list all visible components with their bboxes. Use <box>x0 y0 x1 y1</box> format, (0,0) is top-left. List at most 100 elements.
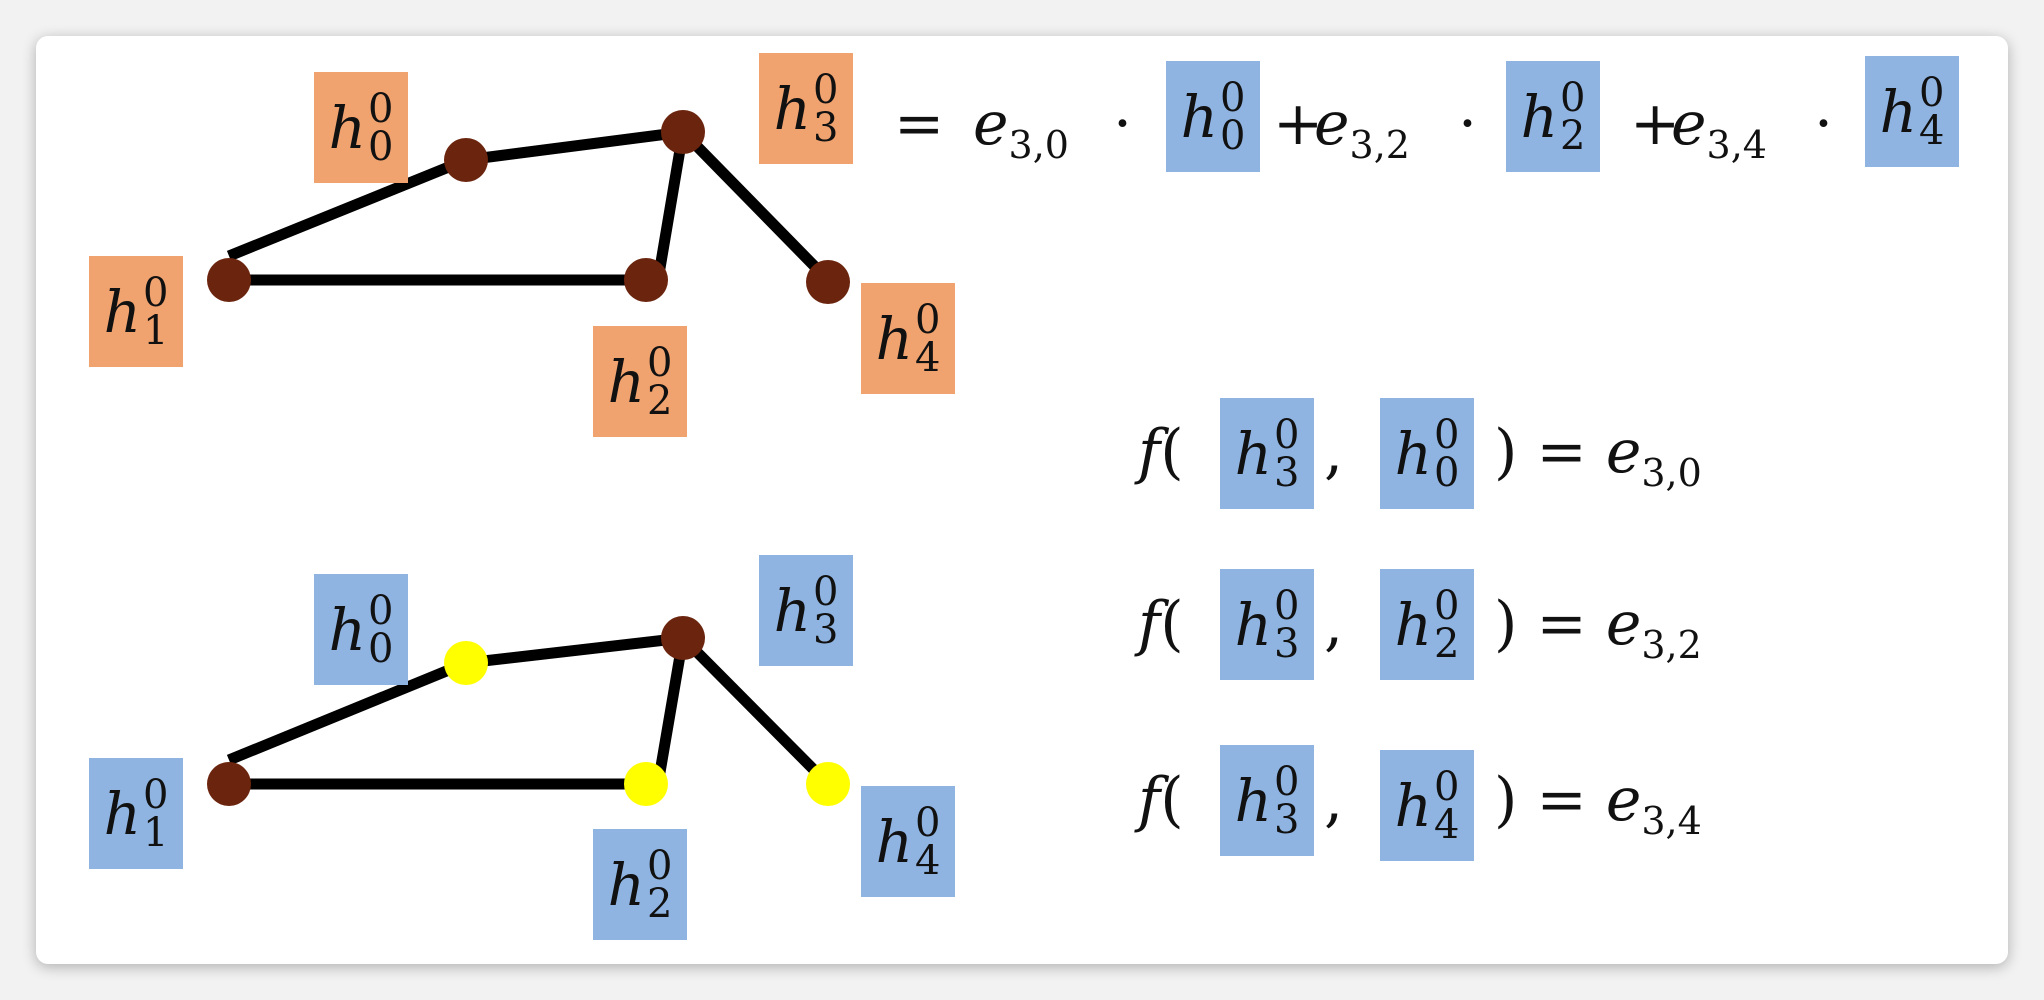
label-sup: 0 <box>1273 411 1300 458</box>
label-sub: 4 <box>914 334 941 381</box>
label-base: h <box>103 779 141 848</box>
label-base: h <box>328 595 366 664</box>
agg-coef-2: e3,4 <box>1671 89 1767 167</box>
score-1-comma: , <box>1324 589 1344 659</box>
score-2-func: f( <box>1138 765 1184 835</box>
label-base: h <box>1394 419 1432 488</box>
label-sup: 0 <box>812 66 839 113</box>
label-sup: 0 <box>1559 74 1586 121</box>
label-sup: 0 <box>1273 758 1300 805</box>
agg-op-2: + <box>1630 89 1681 159</box>
label-sup: 0 <box>1918 69 1945 116</box>
node-bottom-1 <box>207 762 251 806</box>
agg-coef-0: e3,0 <box>973 89 1069 167</box>
label-base: h <box>773 74 811 143</box>
label-sup: 0 <box>1273 582 1300 629</box>
label-sup: 0 <box>1433 582 1460 629</box>
label-sub: 3 <box>812 104 839 151</box>
label-sub: 2 <box>646 880 673 927</box>
label-sub: 0 <box>367 625 394 672</box>
agg-equals: = <box>894 89 945 159</box>
label-base: h <box>1234 766 1272 835</box>
score-0-out: ) = e3,0 <box>1494 417 1702 495</box>
agg-dot-1: · <box>1458 89 1478 159</box>
label-sup: 0 <box>1433 763 1460 810</box>
label-sub: 0 <box>1219 112 1246 159</box>
node-top-0 <box>444 138 488 182</box>
node-bottom-3 <box>661 616 705 660</box>
score-1-func: f( <box>1138 589 1184 659</box>
score-0-comma: , <box>1324 417 1344 487</box>
label-sup: 0 <box>142 771 169 818</box>
label-sup: 0 <box>646 842 673 889</box>
label-sub: 4 <box>1433 801 1460 848</box>
label-sup: 0 <box>1219 74 1246 121</box>
edge-top-0-3 <box>465 126 684 166</box>
label-base: h <box>103 277 141 346</box>
score-2-comma: , <box>1324 765 1344 835</box>
label-sub: 3 <box>1273 449 1300 496</box>
label-base: h <box>1879 77 1917 146</box>
label-sub: 0 <box>1433 449 1460 496</box>
label-base: h <box>607 347 645 416</box>
score-2-out: ) = e3,4 <box>1494 765 1702 843</box>
edge-bottom-3-2 <box>652 637 689 785</box>
node-bottom-2 <box>624 762 668 806</box>
node-top-1 <box>207 258 251 302</box>
node-top-3 <box>661 110 705 154</box>
label-base: h <box>875 807 913 876</box>
label-sup: 0 <box>812 568 839 615</box>
agg-dot-2: · <box>1814 89 1834 159</box>
label-base: h <box>607 850 645 919</box>
label-sup: 0 <box>914 296 941 343</box>
edge-top-3-4 <box>679 128 832 284</box>
label-base: h <box>1394 771 1432 840</box>
label-sub: 2 <box>1559 112 1586 159</box>
edge-bottom-0-3 <box>465 632 684 669</box>
score-0-func: f( <box>1138 417 1184 487</box>
label-sub: 2 <box>1433 620 1460 667</box>
label-sup: 0 <box>142 269 169 316</box>
node-top-2 <box>624 258 668 302</box>
label-sup: 0 <box>914 799 941 846</box>
label-base: h <box>773 576 811 645</box>
label-sub: 1 <box>142 809 169 856</box>
label-sub: 3 <box>812 606 839 653</box>
label-base: h <box>328 93 366 162</box>
graph-top <box>207 110 850 304</box>
agg-coef-1: e3,2 <box>1314 89 1410 167</box>
agg-op-1: + <box>1273 89 1324 159</box>
label-sub: 3 <box>1273 620 1300 667</box>
label-sup: 0 <box>367 85 394 132</box>
label-sub: 4 <box>914 837 941 884</box>
label-sub: 4 <box>1918 107 1945 154</box>
node-bottom-0 <box>444 641 488 685</box>
edge-bottom-3-4 <box>679 634 832 788</box>
label-base: h <box>1520 82 1558 151</box>
node-bottom-4 <box>806 762 850 806</box>
label-base: h <box>1234 419 1272 488</box>
graph-bottom <box>207 616 850 806</box>
label-sub: 0 <box>367 123 394 170</box>
label-base: h <box>1234 590 1272 659</box>
label-sub: 2 <box>646 377 673 424</box>
